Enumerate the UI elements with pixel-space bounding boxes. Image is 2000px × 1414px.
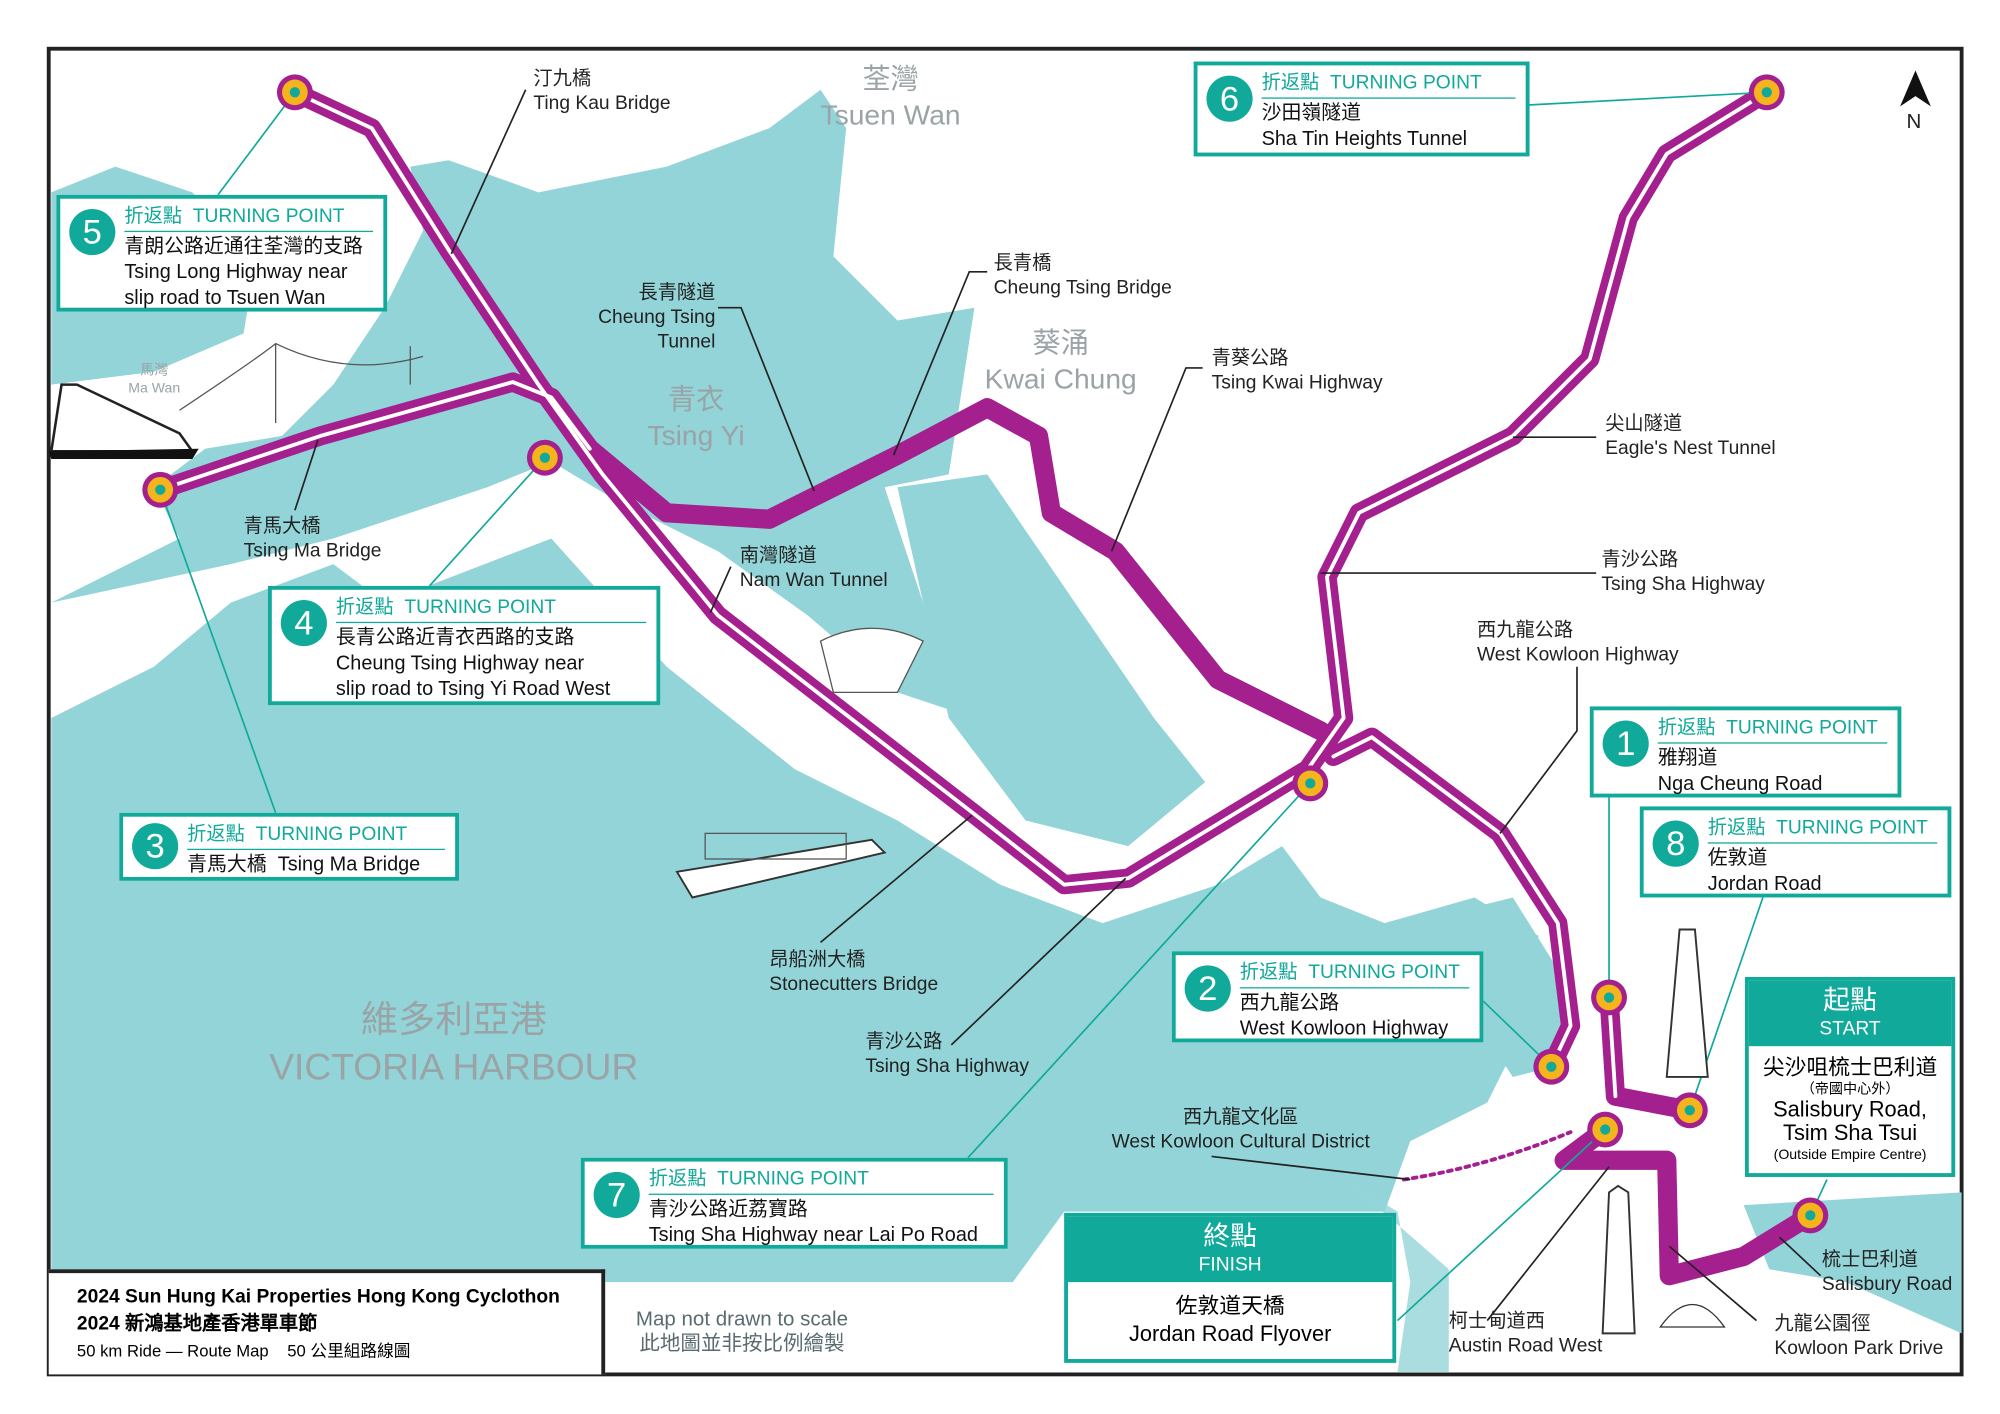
container-ship-icon bbox=[675, 832, 887, 899]
north-label: N bbox=[1906, 111, 1922, 134]
marker-1 bbox=[1591, 979, 1627, 1016]
turning-point-heading: 折返點 TURNING POINT bbox=[1239, 960, 1470, 989]
marker-2 bbox=[1533, 1048, 1570, 1085]
legend-box: 2024 Sun Hung Kai Properties Hong Kong C… bbox=[48, 1269, 606, 1375]
turning-point-number: 5 bbox=[69, 208, 116, 256]
icc-tower-icon bbox=[1665, 928, 1709, 1078]
clock-tower-icon bbox=[1601, 1184, 1636, 1335]
turning-point-heading: 折返點 TURNING POINT bbox=[648, 1167, 994, 1195]
marker-6 bbox=[1748, 74, 1785, 111]
marker-3 bbox=[142, 471, 179, 508]
bridge-icon bbox=[179, 342, 424, 424]
turning-point-heading: 折返點 TURNING POINT bbox=[1707, 815, 1938, 844]
marker-5 bbox=[276, 74, 313, 111]
finish-place-zh: 佐敦道天橋 bbox=[1175, 1293, 1285, 1318]
legend-title-en: 2024 Sun Hung Kai Properties Hong Kong C… bbox=[76, 1285, 560, 1308]
turning-point-heading: 折返點 TURNING POINT bbox=[187, 822, 445, 851]
marker-start bbox=[1792, 1197, 1829, 1234]
legend-subtitle: 50 km Ride — Route Map 50 公里組路線圖 bbox=[76, 1341, 411, 1361]
callout-lines bbox=[159, 91, 1828, 1322]
turning-point-number: 6 bbox=[1206, 75, 1253, 122]
terminal-building-icon bbox=[819, 627, 924, 693]
turning-point-number: 8 bbox=[1652, 820, 1699, 867]
marker-4 bbox=[526, 439, 563, 476]
north-arrow-icon bbox=[1900, 70, 1931, 107]
route-lines bbox=[150, 82, 1820, 1286]
start-note-zh: （帝國中心外） bbox=[1800, 1082, 1900, 1098]
turning-point-heading: 折返點 TURNING POINT bbox=[335, 595, 647, 624]
legend-title-zh: 2024 新鴻基地產香港單車節 bbox=[76, 1312, 318, 1335]
turning-point-heading: 折返點 TURNING POINT bbox=[1261, 71, 1516, 99]
start-note-en: (Outside Empire Centre) bbox=[1773, 1147, 1927, 1163]
turning-point-heading: 折返點 TURNING POINT bbox=[124, 204, 374, 233]
turning-point-number: 1 bbox=[1602, 720, 1649, 767]
start-place-zh: 尖沙咀梳士巴利道 bbox=[1762, 1055, 1938, 1080]
marker-8 bbox=[1671, 1092, 1708, 1129]
marker-finish bbox=[1587, 1111, 1624, 1148]
turning-point-markers bbox=[142, 74, 1829, 1234]
marker-7 bbox=[1292, 765, 1329, 802]
leader-lines bbox=[294, 89, 1822, 1322]
finish-place-en: Jordan Road Flyover bbox=[1129, 1321, 1332, 1347]
ferry-icon bbox=[48, 383, 199, 459]
turning-point-number: 7 bbox=[593, 1171, 640, 1218]
turning-point-number: 3 bbox=[132, 823, 179, 870]
cultural-district-path bbox=[1401, 1130, 1573, 1182]
museum-icon bbox=[1659, 1303, 1726, 1328]
start-place-en-2: Tsim Sha Tsui bbox=[1783, 1120, 1918, 1145]
start-place-en: Salisbury Road, bbox=[1773, 1097, 1927, 1122]
turning-point-number: 4 bbox=[280, 600, 327, 647]
turning-point-heading: 折返點 TURNING POINT bbox=[1657, 715, 1888, 744]
turning-point-number: 2 bbox=[1184, 965, 1231, 1012]
